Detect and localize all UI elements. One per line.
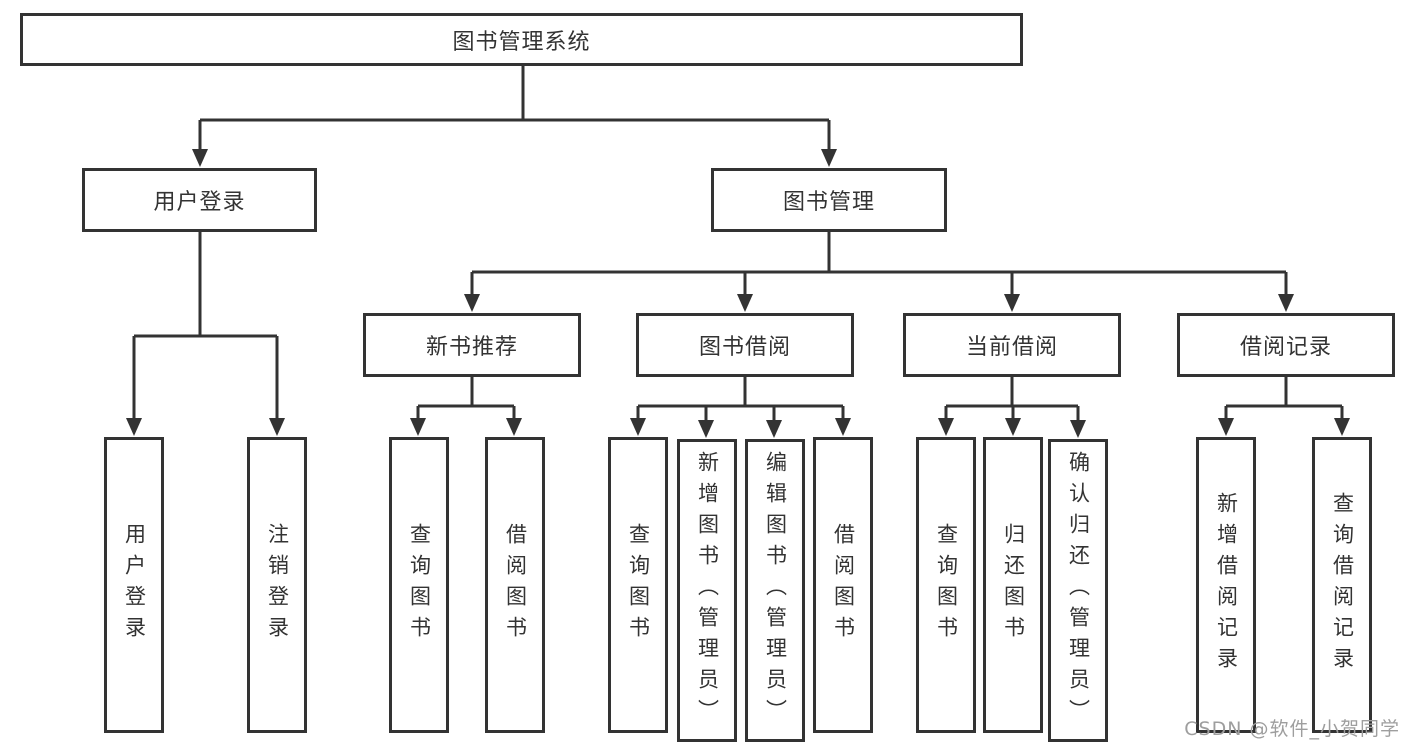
leaf-newrec-query-books: 查询图书 <box>389 437 449 733</box>
connector-root <box>198 66 831 151</box>
arrowhead-icon <box>630 418 646 436</box>
node-borrow-record: 借阅记录 <box>1177 313 1395 377</box>
leaf-record-add-record: 新增借阅记录 <box>1196 437 1256 733</box>
arrowhead-icon <box>1218 418 1234 436</box>
leaf-current-return-books: 归还图书 <box>983 437 1043 733</box>
connector-book-borrow <box>636 377 845 422</box>
connector-book-mgmt <box>470 232 1288 297</box>
leaf-borrow-borrow-books: 借阅图书 <box>813 437 873 733</box>
arrowhead-icon <box>192 149 208 167</box>
arrowhead-icon <box>269 418 285 436</box>
arrowhead-icon <box>506 418 522 436</box>
arrowhead-icon <box>821 149 837 167</box>
arrowhead-icon <box>1004 294 1020 312</box>
leaf-borrow-edit-books-admin: 编辑图书（管理员） <box>745 439 805 742</box>
arrowhead-icon <box>1070 420 1086 438</box>
leaf-borrow-query-books: 查询图书 <box>608 437 668 733</box>
node-root: 图书管理系统 <box>20 13 1023 66</box>
node-book-mgmt: 图书管理 <box>711 168 947 232</box>
arrowhead-icon <box>410 418 426 436</box>
arrowhead-icon <box>1334 418 1350 436</box>
leaf-current-confirm-return-admin: 确认归还（管理员） <box>1048 439 1108 742</box>
arrowhead-icon <box>464 294 480 312</box>
arrowhead-icon <box>737 294 753 312</box>
connector-borrow-record <box>1224 377 1344 420</box>
arrowhead-icon <box>126 418 142 436</box>
arrowhead-icon <box>766 420 782 438</box>
arrowhead-icon <box>1005 418 1021 436</box>
arrowhead-icon <box>938 418 954 436</box>
node-new-book-rec: 新书推荐 <box>363 313 581 377</box>
leaf-record-query-record: 查询借阅记录 <box>1312 437 1372 733</box>
leaf-borrow-add-books-admin: 新增图书（管理员） <box>677 439 737 742</box>
arrowhead-icon <box>1278 294 1294 312</box>
arrowhead-icon <box>835 418 851 436</box>
node-user-login: 用户登录 <box>82 168 317 232</box>
connector-new-book <box>416 377 516 420</box>
node-book-borrow: 图书借阅 <box>636 313 854 377</box>
leaf-current-query-books: 查询图书 <box>916 437 976 733</box>
arrowheads <box>126 149 1350 438</box>
csdn-watermark: CSDN @软件_小贺同学 <box>1184 718 1400 740</box>
leaf-logout: 注销登录 <box>247 437 307 733</box>
leaf-newrec-borrow-books: 借阅图书 <box>485 437 545 733</box>
node-current-borrow: 当前借阅 <box>903 313 1121 377</box>
leaf-user-login: 用户登录 <box>104 437 164 733</box>
connector-user-login <box>132 232 279 420</box>
connector-current-borrow <box>944 377 1080 422</box>
arrowhead-icon <box>698 420 714 438</box>
